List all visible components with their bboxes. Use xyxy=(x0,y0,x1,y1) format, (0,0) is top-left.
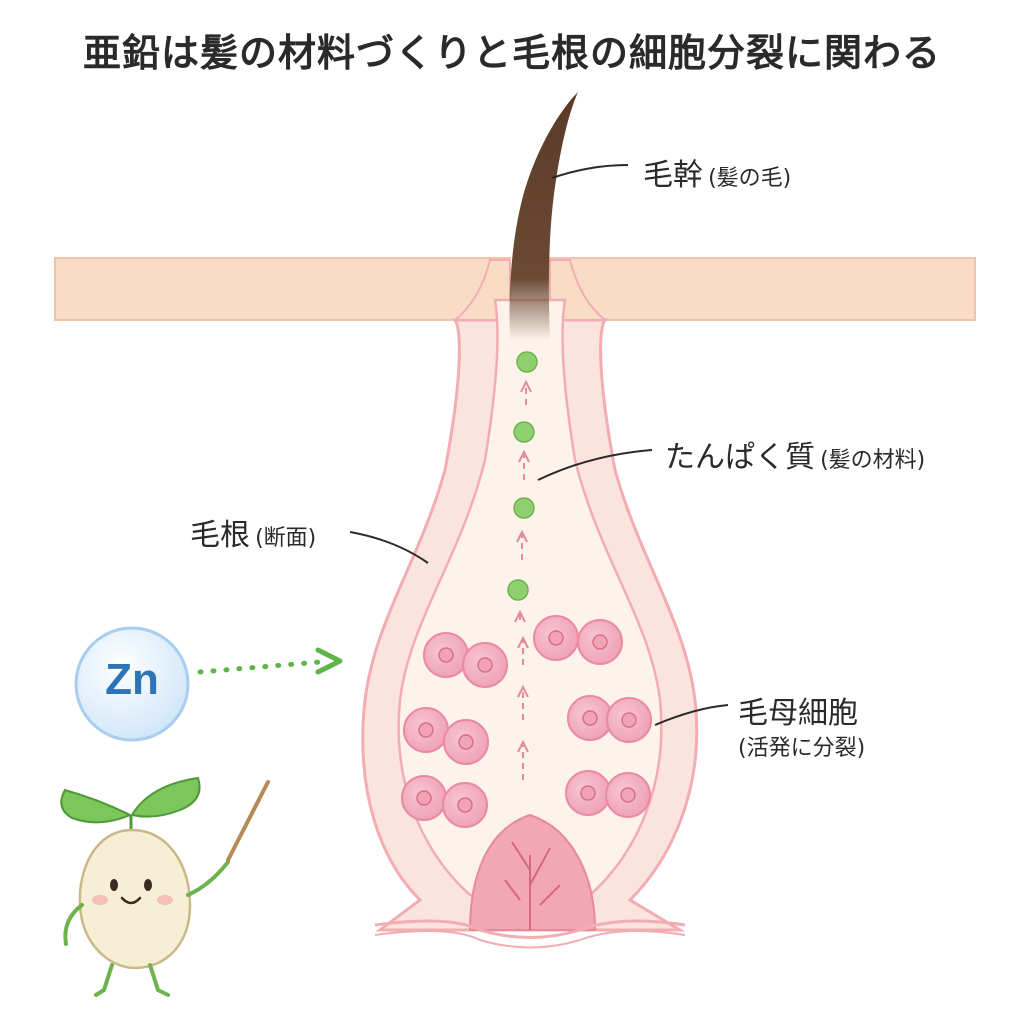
sprout-mascot-icon xyxy=(60,776,230,997)
hair-shaft-label: 毛幹 (髪の毛) xyxy=(643,150,791,194)
hair-shaft-text: 毛幹 xyxy=(643,158,703,193)
hair-root-label: 毛根 (断面) xyxy=(190,510,316,554)
protein-label: たんぱく質 (髪の材料) xyxy=(665,432,925,476)
protein-note: (髪の材料) xyxy=(820,448,926,473)
skin-layer xyxy=(54,257,976,321)
pointer-stick-icon xyxy=(226,780,270,862)
hair-shaft-note: (髪の毛) xyxy=(708,166,792,191)
protein-flow-arrows xyxy=(519,385,527,780)
zinc-ion-icon xyxy=(74,626,190,742)
matrix-cells-label: 毛母細胞 xyxy=(738,696,858,731)
zinc-arrow xyxy=(197,647,343,675)
zinc-symbol: Zn xyxy=(105,655,159,704)
hair-root-text: 毛根 xyxy=(190,518,250,553)
hair-root-note: (断面) xyxy=(255,526,317,551)
protein-text: たんぱく質 xyxy=(665,440,815,475)
dermal-papilla xyxy=(468,813,597,931)
page-title: 亜鉛は髪の材料づくりと毛根の細胞分裂に関わる xyxy=(82,31,941,75)
hair-shaft xyxy=(509,92,578,340)
leader-lines xyxy=(349,164,729,726)
matrix-cells-note: (活発に分裂) xyxy=(738,736,866,761)
protein-dots xyxy=(507,351,538,601)
